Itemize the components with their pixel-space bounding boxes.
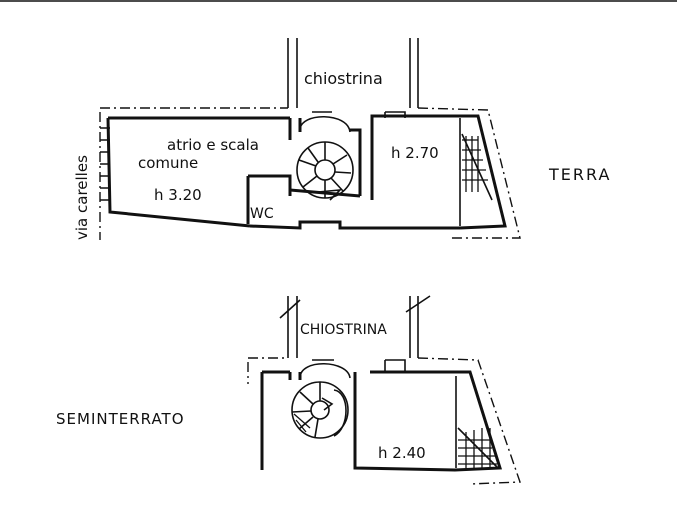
ground-floor-plan	[99, 38, 521, 240]
floor-name-basement: SEMINTERRATO	[56, 410, 185, 428]
room-height-basement: h 2.40	[378, 444, 426, 462]
floor-name-ground: TERRA	[548, 165, 611, 184]
basement-plan	[247, 295, 521, 485]
atrium-label-line1: atrio e scala	[167, 136, 259, 154]
atrium-label-line2: comune	[138, 154, 198, 172]
courtyard-label-basement: CHIOSTRINA	[300, 322, 387, 338]
wc-label: WC	[250, 206, 274, 222]
room-height-ground: h 2.70	[391, 144, 439, 162]
atrium-height-label: h 3.20	[154, 186, 202, 204]
street-label: via carelles	[73, 155, 91, 240]
courtyard-label-ground: chiostrina	[304, 69, 383, 88]
